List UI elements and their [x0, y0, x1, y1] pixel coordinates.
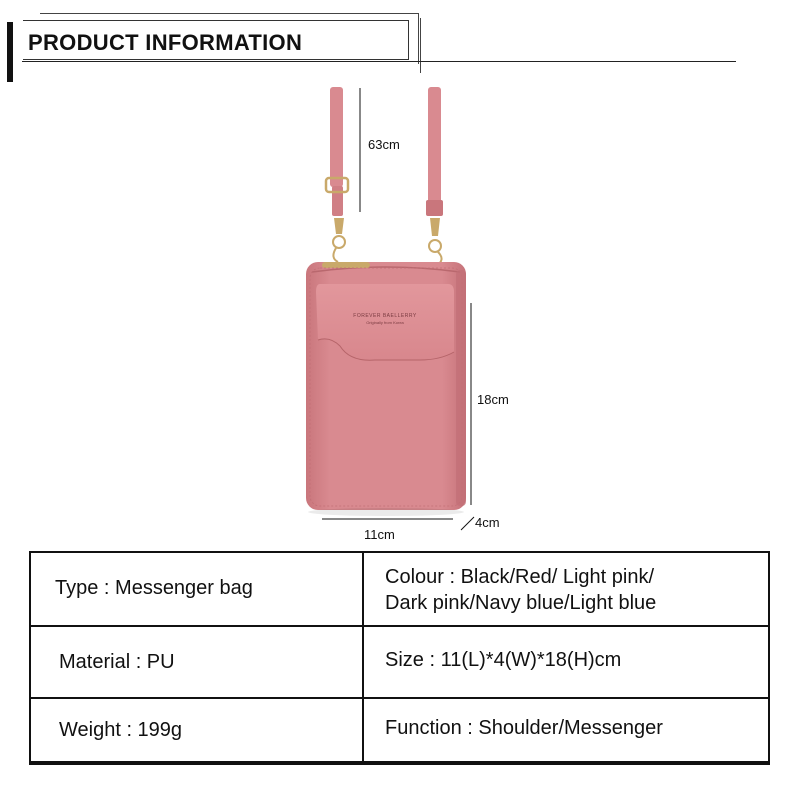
strap-buckle-icon — [324, 176, 350, 194]
spec-table: Type : Messenger bag Colour : Black/Red/… — [29, 551, 770, 765]
table-divider — [362, 553, 364, 763]
header-frame — [23, 20, 409, 60]
header-frame — [55, 18, 421, 73]
depth-label: 4cm — [475, 515, 500, 530]
bag-flap — [316, 284, 454, 361]
product-illustration: FOREVER BAELLERRY Originally from Korea … — [306, 87, 509, 542]
header-underline — [22, 61, 736, 62]
spec-size: Size : 11(L)*4(W)*18(H)cm — [385, 649, 622, 671]
header-accent-bar — [7, 22, 13, 82]
clasp-left-icon — [334, 218, 344, 234]
spec-function: Function : Shoulder/Messenger — [385, 717, 663, 739]
page-title: PRODUCT INFORMATION — [28, 30, 303, 55]
length-label: 11cm — [364, 527, 395, 542]
bag-logo-brand: FOREVER BAELLERRY — [353, 313, 417, 319]
table-row — [31, 627, 768, 699]
spec-type: Type : Messenger bag — [55, 577, 253, 599]
strap-right-keeper — [426, 200, 443, 216]
strap-right — [428, 87, 441, 207]
spec-material: Material : PU — [59, 651, 175, 673]
clasp-right-icon — [430, 218, 440, 236]
spec-colour-line1: Colour : Black/Red/ Light pink/ — [385, 566, 655, 588]
depth-dimension-line — [460, 516, 475, 531]
bag-logo-tagline: Originally from Korea — [366, 320, 404, 325]
header-frame — [40, 13, 419, 64]
spec-colour-line2: Dark pink/Navy blue/Light blue — [385, 592, 657, 614]
table-row — [31, 553, 768, 627]
zipper-line — [311, 266, 461, 273]
bag-side — [456, 270, 466, 506]
spec-weight: Weight : 199g — [59, 719, 183, 741]
zipper-pull-icon — [322, 262, 370, 268]
height-label: 18cm — [477, 392, 509, 407]
strap-length-label: 63cm — [368, 137, 400, 152]
clasp-left-ring — [332, 235, 346, 249]
table-row — [31, 699, 768, 763]
bag-image — [306, 87, 475, 531]
clasp-right-ring — [428, 239, 442, 253]
strap-left-lower — [332, 186, 343, 216]
strap-left — [330, 87, 343, 187]
